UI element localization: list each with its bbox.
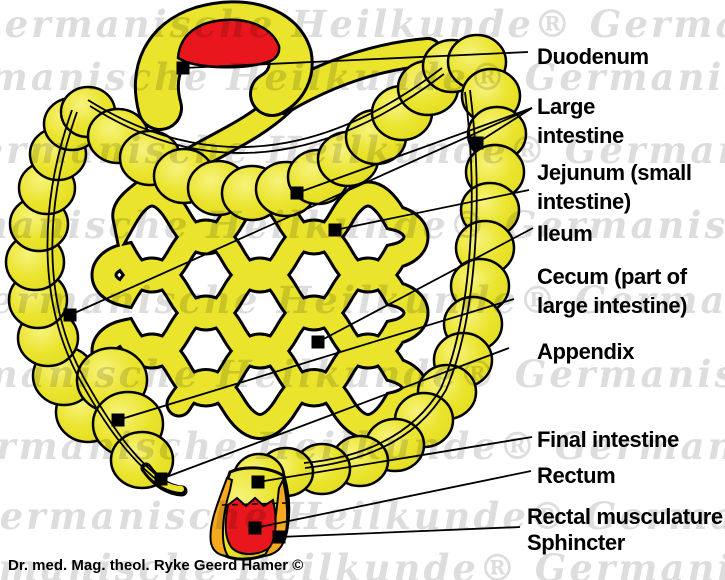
- duodenum-drawing: [133, 0, 314, 131]
- marker-cecum: [111, 413, 125, 427]
- label-duodenum: Duodenum: [537, 44, 649, 69]
- marker-large-intestine: [63, 308, 77, 322]
- marker-large-intestine: [290, 186, 304, 200]
- label-ileum: Ileum: [537, 221, 593, 246]
- leader-line-cecum: [117, 298, 515, 421]
- rectum-dashed-line: [221, 502, 287, 506]
- sphincter-left-band: [209, 476, 234, 558]
- leader-line-final-intestine: [257, 436, 533, 483]
- marker-jejunum: [328, 223, 342, 237]
- marker-ileum: [311, 335, 325, 349]
- leader-line-large-intestine: [69, 107, 533, 316]
- leader-line-duodenum: [182, 51, 529, 69]
- marker-final-intestine: [251, 475, 265, 489]
- rectum-drawing: [209, 466, 291, 561]
- marker-rectum: [248, 521, 262, 535]
- label-final-intestine: Final intestine: [537, 427, 679, 452]
- stomach-cut-red: [176, 18, 281, 69]
- label-large-intestine: Large intestine: [537, 94, 624, 148]
- leader-line-sphincter: [278, 526, 521, 538]
- tenia-lines: [46, 67, 478, 485]
- leader-line-ileum: [317, 227, 534, 343]
- marker-appendix: [154, 472, 168, 486]
- label-appendix: Appendix: [537, 339, 635, 364]
- label-cecum: Cecum (part of large intestine): [537, 264, 688, 318]
- label-rectal-musculature: Rectal musculature: [527, 504, 723, 529]
- marker-large-intestine: [470, 136, 484, 150]
- leader-line-rectum: [254, 470, 532, 529]
- leader-line-large-intestine: [296, 107, 533, 194]
- copyright-text: Dr. med. Mag. theol. Ryke Geerd Hamer ©: [8, 557, 304, 574]
- marker-sphincter: [272, 530, 286, 544]
- leader-line-large-intestine: [476, 107, 533, 144]
- label-jejunum: Jejunum (small intestine): [537, 160, 692, 214]
- leader-line-jejunum: [334, 189, 530, 231]
- leader-line-appendix: [160, 347, 510, 480]
- small-intestine-drawing: [90, 86, 430, 440]
- label-sphincter: Sphincter: [527, 530, 625, 555]
- marker-duodenum: [176, 61, 190, 75]
- label-rectum: Rectum: [537, 463, 616, 488]
